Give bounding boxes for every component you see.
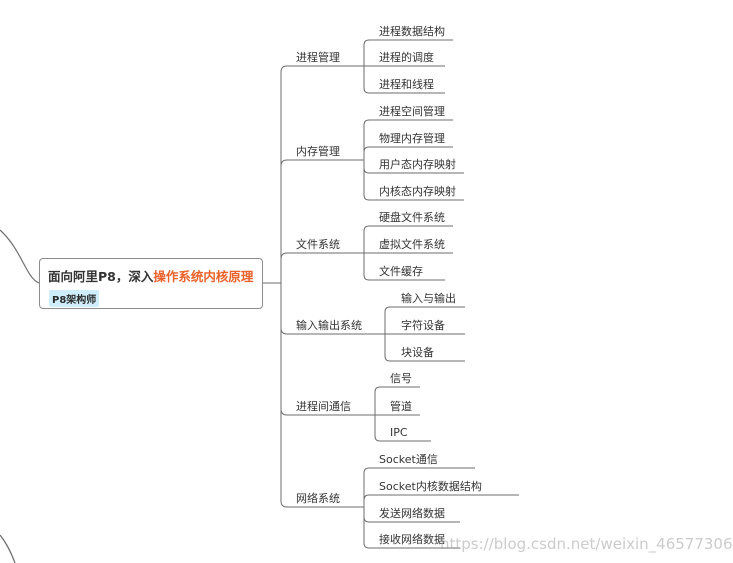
leaf-underline (384, 355, 465, 362)
branch-underline (280, 500, 364, 508)
leaf-node[interactable]: 发送网络数据 (379, 507, 445, 520)
leaf-node[interactable]: 文件缓存 (379, 265, 423, 278)
leaf-node[interactable]: 进程和线程 (379, 78, 434, 91)
leaf-node[interactable]: 物理内存管理 (379, 132, 445, 145)
parent-link-bottom (0, 534, 16, 563)
leaf-underline (363, 274, 445, 281)
leaf-node[interactable]: 块设备 (401, 346, 434, 359)
leaf-node[interactable]: 输入与输出 (401, 292, 456, 305)
leaf-underline (384, 306, 465, 313)
leaf-underline (363, 516, 460, 523)
branch-node[interactable]: 进程管理 (296, 51, 340, 64)
leaf-node[interactable]: 内核态内存映射 (379, 185, 456, 198)
leaf-node[interactable]: 字符设备 (401, 319, 445, 332)
root-title-prefix: 面向阿里P8，深入 (48, 269, 154, 284)
leaf-node[interactable]: Socket内核数据结构 (379, 480, 482, 493)
branch-node[interactable]: 文件系统 (296, 238, 340, 251)
leaf-underline (363, 87, 445, 94)
leaf-underline (363, 194, 464, 201)
branch-underline (280, 252, 364, 260)
watermark: https://blog.csdn.net/weixin_46577306 (440, 535, 733, 553)
leaf-node[interactable]: 接收网络数据 (379, 533, 445, 546)
leaf-node[interactable]: 进程的调度 (379, 51, 434, 64)
root-title-highlight: 操作系统内核原理 (153, 269, 254, 284)
leaf-underline (363, 39, 453, 46)
root-title: 面向阿里P8，深入操作系统内核原理 (48, 266, 253, 285)
leaf-node[interactable]: Socket通信 (379, 453, 438, 466)
root-tag: P8架构师 (49, 290, 100, 307)
branch-underline (280, 65, 364, 73)
leaf-node[interactable]: 硬盘文件系统 (379, 211, 445, 224)
leaf-underline (363, 467, 475, 474)
leaf-node[interactable]: 信号 (390, 372, 412, 385)
leaf-underline (363, 167, 464, 174)
branch-node[interactable]: 网络系统 (296, 492, 340, 505)
leaf-node[interactable]: IPC (390, 426, 408, 439)
leaf-node[interactable]: 用户态内存映射 (379, 158, 456, 171)
leaf-underline (363, 494, 519, 501)
leaf-underline (363, 119, 453, 126)
leaf-node[interactable]: 管道 (390, 400, 412, 413)
leaf-node[interactable]: 虚拟文件系统 (379, 238, 445, 251)
branch-underline (280, 159, 364, 167)
leaf-underline (363, 146, 453, 153)
leaf-underline (374, 435, 431, 442)
leaf-underline (363, 542, 460, 549)
branch-node[interactable]: 内存管理 (296, 145, 340, 158)
branch-node[interactable]: 输入输出系统 (296, 319, 362, 332)
leaf-underline (363, 225, 453, 232)
branch-node[interactable]: 进程间通信 (296, 400, 351, 413)
root-node[interactable]: 面向阿里P8，深入操作系统内核原理 P8架构师 (39, 258, 263, 309)
branch-underline (280, 408, 375, 416)
branch-underline (280, 327, 385, 335)
leaf-node[interactable]: 进程空间管理 (379, 105, 445, 118)
leaf-underline (374, 386, 420, 393)
parent-link-top (0, 229, 40, 284)
leaf-node[interactable]: 进程数据结构 (379, 25, 445, 38)
